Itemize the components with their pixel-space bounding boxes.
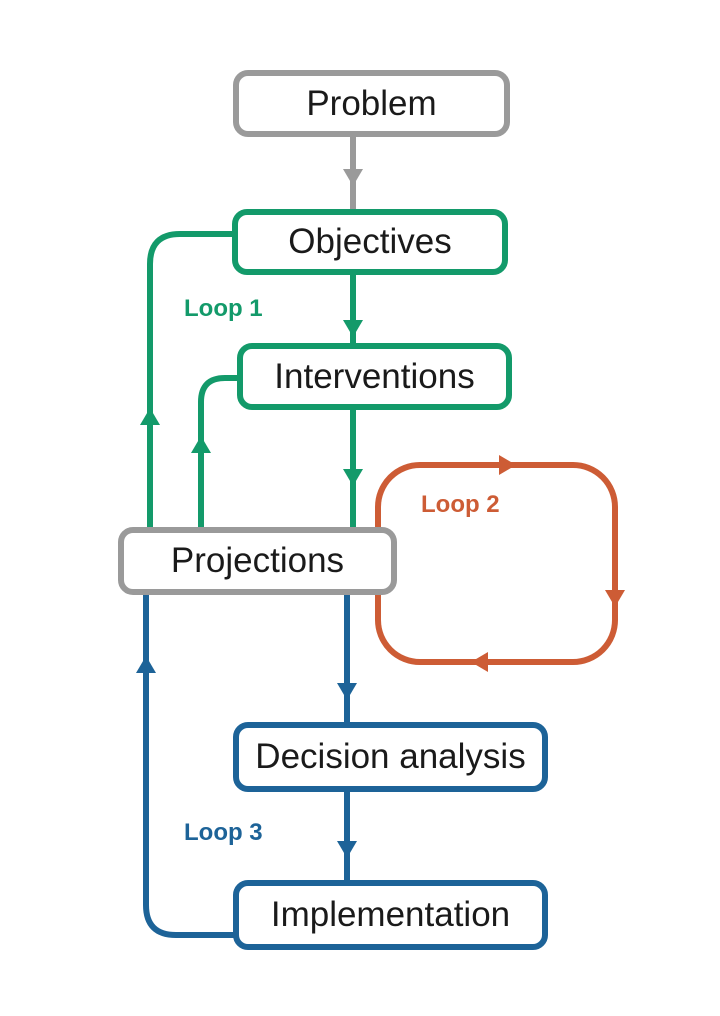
loop1-label: Loop 1 bbox=[184, 295, 263, 322]
node-implementation: Implementation bbox=[233, 880, 548, 950]
edge-implementation-projections-loop3 bbox=[143, 592, 235, 938]
node-projections: Projections bbox=[118, 527, 397, 595]
node-objectives: Objectives bbox=[232, 209, 508, 275]
node-interventions-label: Interventions bbox=[274, 356, 475, 396]
arrow-projections-decision-icon bbox=[337, 683, 357, 700]
node-decision-analysis-label: Decision analysis bbox=[255, 737, 526, 776]
node-implementation-label: Implementation bbox=[270, 895, 511, 934]
node-interventions: Interventions bbox=[237, 343, 512, 410]
loop2-top-arrow-icon bbox=[499, 455, 516, 475]
edge-projections-interventions-loop1 bbox=[198, 375, 239, 530]
node-decision-analysis: Decision analysis bbox=[233, 722, 548, 792]
arrow-objectives-interventions-icon bbox=[343, 320, 363, 337]
arrow-implementation-projections-icon bbox=[136, 656, 156, 673]
arrow-interventions-projections-icon bbox=[343, 469, 363, 486]
arrow-problem-objectives-icon bbox=[343, 169, 363, 186]
node-problem: Problem bbox=[233, 70, 510, 137]
loop3-label: Loop 3 bbox=[184, 819, 263, 846]
node-projections-label: Projections bbox=[170, 541, 345, 580]
arrow-decision-implementation-icon bbox=[337, 841, 357, 858]
loop2-right-arrow-icon bbox=[605, 590, 625, 607]
edge-projections-objectives-loop1 bbox=[147, 231, 234, 530]
arrow-projections-interventions-icon bbox=[191, 436, 211, 453]
loop2-label: Loop 2 bbox=[421, 491, 500, 518]
loop2-bottom-arrow-icon bbox=[471, 652, 488, 672]
node-problem-label: Problem bbox=[306, 83, 437, 123]
arrow-projections-objectives-icon bbox=[140, 408, 160, 425]
node-objectives-label: Objectives bbox=[288, 222, 452, 261]
